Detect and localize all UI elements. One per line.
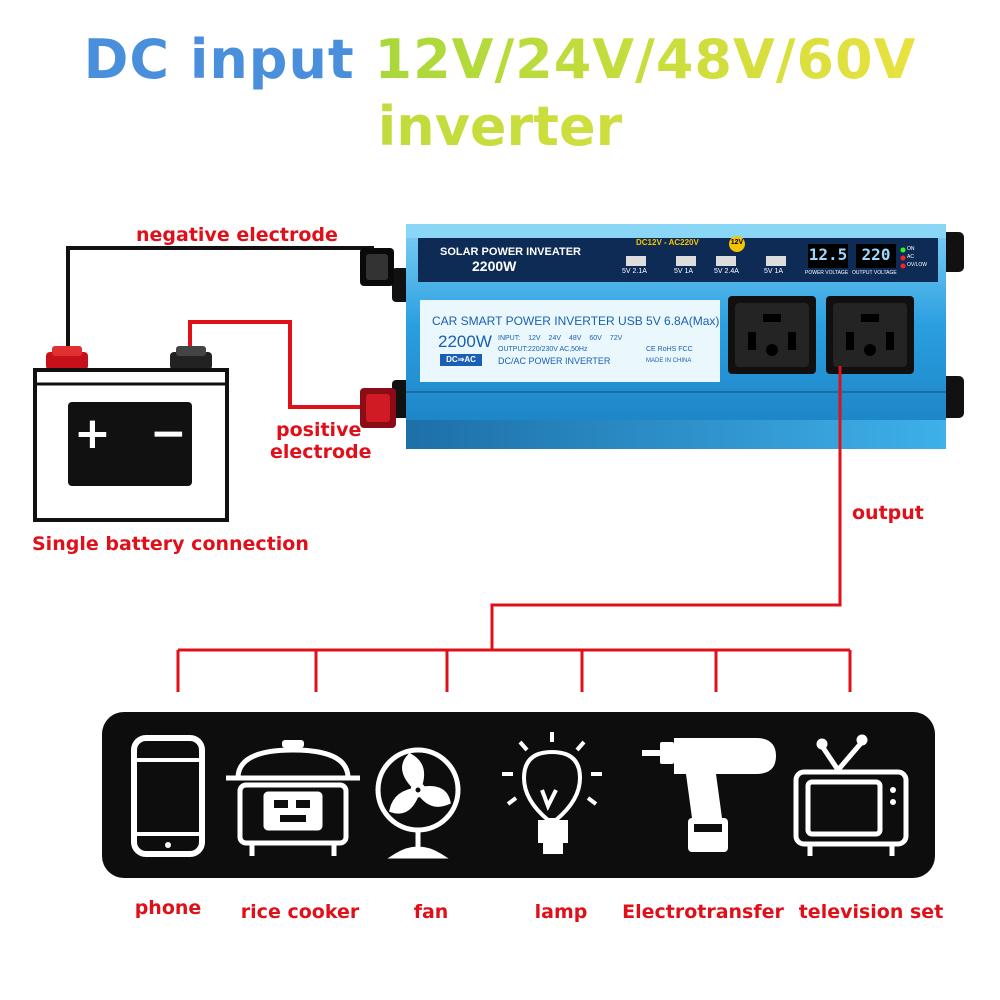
- panel-input-label: INPUT:: [498, 335, 521, 342]
- television-icon: [793, 734, 909, 856]
- inverter-brand-watt: 2200W: [472, 258, 517, 274]
- led-label-on: ON: [907, 246, 915, 252]
- inverter: [392, 224, 964, 449]
- battery-plus-sign: +: [74, 408, 111, 459]
- page-subtitle: inverter: [0, 95, 1000, 158]
- output-wire: [490, 366, 842, 650]
- positive-terminal: [360, 388, 396, 428]
- device-label-phone: phone: [134, 897, 202, 919]
- device-label-lamp: lamp: [534, 901, 588, 923]
- voltage-badge: 12V: [730, 239, 744, 246]
- panel-input-60v: 60V: [589, 335, 602, 342]
- device-label-rice-cooker: rice cooker: [240, 901, 360, 923]
- title-voltages: 12V/24V/48V/60V: [374, 28, 917, 91]
- page-title: DC input 12V/24V/48V/60V: [0, 28, 1000, 91]
- usb-port: [766, 256, 786, 266]
- input-voltage-caption: POWER VOLTAGE: [805, 270, 849, 276]
- status-led: [900, 247, 906, 253]
- panel-input-row: INPUT: 12V 24V 48V 60V 72V: [498, 335, 622, 342]
- led-label-ac: AC: [907, 254, 914, 260]
- drill-icon: [642, 738, 776, 852]
- output-label: output: [852, 502, 924, 524]
- input-voltage-display: [808, 244, 848, 268]
- phone-icon: [131, 735, 205, 857]
- usb-label-3: 5V 2.4A: [714, 268, 739, 275]
- title-prefix: DC input: [83, 28, 375, 91]
- output-voltage-caption: OUTPUT VOLTAGE: [852, 270, 897, 276]
- panel-input-48v: 48V: [568, 335, 582, 342]
- status-led: [900, 255, 906, 261]
- negative-electrode-label: negative electrode: [136, 224, 338, 246]
- panel-dcac: DC/AC POWER INVERTER: [498, 356, 611, 366]
- status-led: [900, 263, 906, 269]
- panel-watt: 2200W: [438, 332, 492, 351]
- device-label-fan: fan: [413, 901, 449, 923]
- inverter-brand: SOLAR POWER INVEATER: [440, 246, 581, 258]
- panel-title: CAR SMART POWER INVERTER USB 5V 6.8A(Max…: [432, 314, 720, 328]
- voltage-badge-circle: [729, 236, 745, 252]
- dcac-badge: [440, 354, 482, 366]
- led-label-ovlow: OV/LOW: [907, 262, 928, 268]
- usb-port: [676, 256, 696, 266]
- battery-terminal-left: [46, 352, 88, 370]
- usb-label-4: 5V 1A: [764, 268, 784, 275]
- usb-label-1: 5V 2.1A: [622, 268, 647, 275]
- battery: [33, 346, 229, 522]
- panel-input-12v: 12V: [528, 335, 541, 342]
- battery-terminal-right: [170, 352, 212, 370]
- lamp-icon: [502, 732, 602, 854]
- panel-certs: CE RoHS FCC: [646, 346, 693, 353]
- ac-socket-left: [728, 296, 816, 374]
- device-label-television: television set: [798, 901, 944, 923]
- input-voltage-readout: 12.5: [808, 245, 848, 264]
- device-label-electrotransfer: Electrotransfer: [622, 901, 784, 923]
- output-voltage-readout: 220: [861, 245, 891, 264]
- positive-electrode-label-line2: electrode: [270, 441, 372, 463]
- inverter-range: DC12V - AC220V: [636, 238, 699, 247]
- negative-wire: [66, 246, 374, 352]
- battery-label-plate: [68, 402, 192, 486]
- usb-port: [716, 256, 736, 266]
- battery-label: Single battery connection: [32, 533, 309, 555]
- fan-icon: [375, 747, 461, 859]
- panel-made-in: MADE IN CHINA: [646, 358, 692, 364]
- negative-terminal: [360, 248, 394, 286]
- positive-wire: [188, 320, 380, 409]
- panel-input-72v: 72V: [609, 335, 623, 342]
- usb-port: [626, 256, 646, 266]
- usb-label-2: 5V 1A: [674, 268, 694, 275]
- panel-dcac-badge: DC⇒AC: [446, 355, 476, 364]
- panel-output: OUTPUT:220/230V AC,50Hz: [498, 346, 588, 353]
- output-voltage-display: [856, 244, 896, 268]
- ac-socket-right: [826, 296, 914, 374]
- panel-input-24v: 24V: [548, 335, 562, 342]
- positive-electrode-label-line1: positive: [276, 419, 362, 441]
- battery-minus-sign: −: [150, 408, 187, 459]
- rice-cooker-icon: [226, 740, 360, 856]
- inverter-label-panel: [420, 300, 720, 382]
